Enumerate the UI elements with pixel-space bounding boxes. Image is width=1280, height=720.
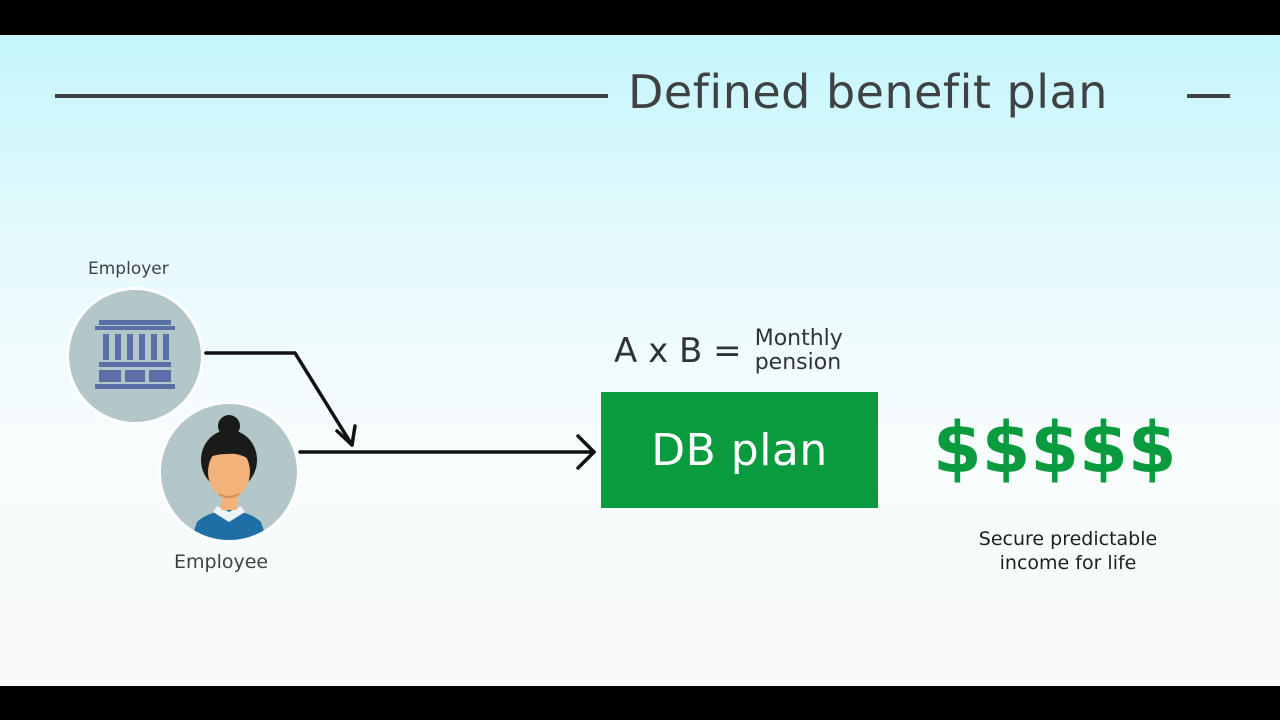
db-plan-box: DB plan [601,392,878,508]
dollar-signs: $$$$$ [933,407,1177,489]
formula-expression: A x B = [614,331,742,371]
building-icon [95,320,175,389]
db-plan-label: DB plan [651,424,828,476]
flow-arrows [204,351,596,470]
pension-formula: A x B = Monthly pension [614,327,843,375]
person-icon [191,415,267,540]
income-caption-line1: Secure predictable [978,528,1158,550]
slide-title: Defined benefit plan [628,65,1108,119]
title-rule-right [1187,94,1230,98]
employee-arrowhead [576,434,596,470]
income-caption-line2: income for life [999,552,1137,574]
employer-arrow [204,351,354,447]
title-rule-left [55,94,608,98]
employee-avatar [158,401,300,543]
formula-result-line1: Monthly [754,326,843,351]
letterbox-bottom [0,686,1280,720]
employee-label: Employee [174,551,269,573]
slide: Defined benefit plan Employer [0,35,1280,686]
income-caption: Secure predictable income for life [948,527,1188,575]
employer-arrowhead [335,424,357,447]
employer-label: Employer [88,259,169,279]
formula-result-line2: pension [754,350,842,375]
letterbox-top [0,0,1280,35]
formula-result: Monthly pension [755,327,843,375]
employer-avatar [66,287,204,425]
